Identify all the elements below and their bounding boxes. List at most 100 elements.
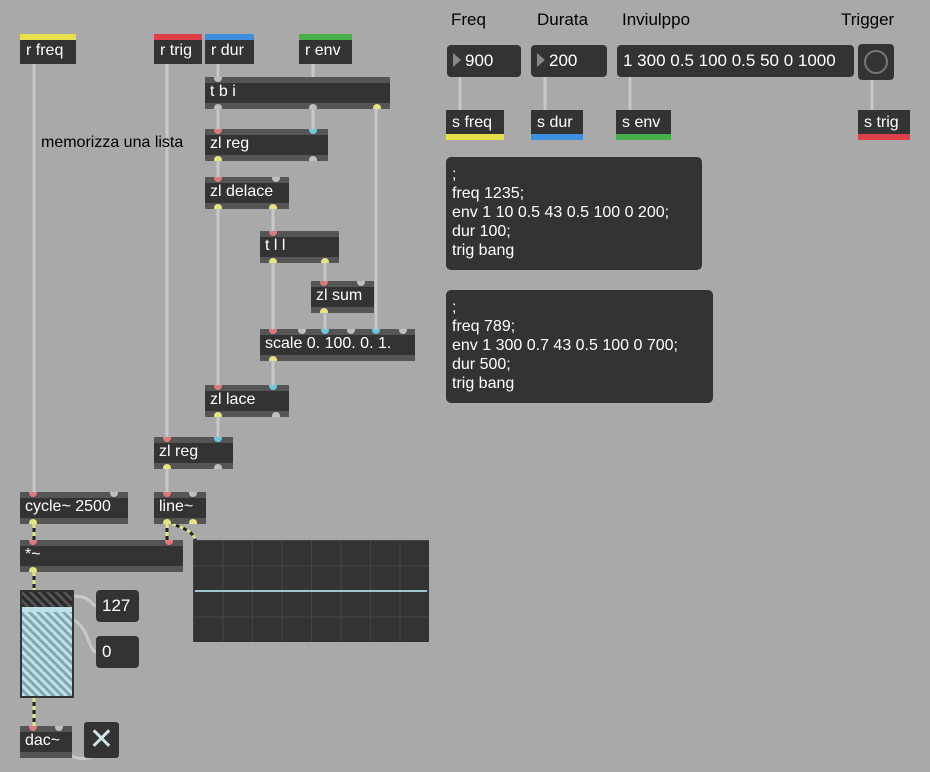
- object-scale-label: scale 0. 100. 0. 1.: [265, 335, 392, 352]
- outlet: [272, 412, 280, 417]
- gain-slider[interactable]: [20, 590, 74, 698]
- inlet: [214, 385, 222, 390]
- receive-freq-label: r freq: [26, 42, 64, 59]
- receive-env-label: r env: [305, 42, 341, 59]
- inlet: [320, 281, 328, 286]
- send-freq-label: s freq: [452, 114, 493, 131]
- bang-trigger[interactable]: [858, 44, 894, 80]
- send-env-label: s env: [622, 114, 661, 131]
- send-freq[interactable]: s freq: [446, 110, 504, 140]
- object-t-l-l[interactable]: t l l: [260, 231, 339, 263]
- inlet: [309, 129, 317, 134]
- number-gain-max[interactable]: 127: [96, 590, 139, 622]
- inlet: [399, 329, 407, 334]
- outlet: [214, 464, 222, 469]
- oscilloscope: [193, 540, 429, 642]
- comment-memorizza: memorizza una lista: [41, 134, 184, 151]
- inlet: [269, 385, 277, 390]
- message-preset-1[interactable]: ; freq 1235; env 1 10 0.5 43 0.5 100 0 2…: [446, 157, 702, 270]
- number-gain-min-value: 0: [102, 642, 112, 661]
- outlet: [320, 308, 328, 313]
- inlet: [214, 437, 222, 442]
- receive-trig[interactable]: r trig: [154, 34, 202, 64]
- outlet: [163, 464, 171, 469]
- receive-dur-label: r dur: [211, 42, 244, 59]
- gain-slider-knob[interactable]: [22, 607, 72, 612]
- inlet: [272, 177, 280, 182]
- outlet: [269, 204, 277, 209]
- object-line[interactable]: line~: [154, 492, 206, 524]
- object-multiply[interactable]: *~: [20, 540, 183, 572]
- send-dur[interactable]: s dur: [531, 110, 583, 140]
- object-scale[interactable]: scale 0. 100. 0. 1.: [260, 329, 415, 361]
- object-zl-reg-1-label: zl reg: [210, 135, 250, 152]
- inlet: [189, 492, 197, 497]
- object-zl-delace[interactable]: zl delace: [205, 177, 289, 209]
- inlet: [110, 492, 118, 497]
- outlet: [214, 412, 222, 417]
- header-inviluppo: Inviulppo: [622, 10, 691, 29]
- inlet: [55, 726, 63, 731]
- inlet: [269, 231, 277, 236]
- receive-dur[interactable]: r dur: [205, 34, 254, 64]
- inlet: [214, 177, 222, 182]
- object-cycle-label: cycle~ 2500: [25, 498, 111, 515]
- object-cycle[interactable]: cycle~ 2500: [20, 492, 128, 524]
- object-multiply-label: *~: [25, 546, 41, 563]
- object-zl-lace[interactable]: zl lace: [205, 385, 289, 417]
- scope-trace: [195, 590, 427, 592]
- header-freq: Freq: [451, 10, 486, 29]
- inlet: [29, 492, 37, 497]
- inlet: [165, 540, 173, 545]
- outlet: [214, 204, 222, 209]
- object-zl-reg-2-label: zl reg: [159, 443, 199, 460]
- message-envelope-value: 1 300 0.5 100 0.5 50 0 1000: [623, 51, 836, 70]
- receive-freq[interactable]: r freq: [20, 34, 76, 64]
- outlet: [309, 156, 317, 161]
- inlet: [29, 726, 37, 731]
- inlet: [357, 281, 365, 286]
- object-t-l-l-label: t l l: [265, 237, 286, 254]
- send-env[interactable]: s env: [616, 110, 671, 140]
- dac-toggle-icon[interactable]: ✕: [84, 722, 119, 758]
- outlet: [309, 104, 317, 109]
- number-freq[interactable]: 900: [447, 45, 521, 77]
- inlet: [214, 129, 222, 134]
- number-gain-min[interactable]: 0: [96, 636, 139, 668]
- inlet: [347, 329, 355, 334]
- inlet: [163, 437, 171, 442]
- outlet: [163, 519, 171, 524]
- object-zl-sum[interactable]: zl sum: [311, 281, 374, 313]
- object-line-label: line~: [159, 498, 194, 515]
- number-freq-value: 900: [465, 51, 494, 70]
- bang-circle-icon: [864, 50, 888, 74]
- object-zl-reg-1[interactable]: zl reg: [205, 129, 328, 161]
- receive-env[interactable]: r env: [299, 34, 352, 64]
- header-durata: Durata: [537, 10, 589, 29]
- send-trig[interactable]: s trig: [858, 110, 910, 140]
- number-durata-value: 200: [549, 51, 578, 70]
- message-preset-2[interactable]: ; freq 789; env 1 300 0.7 43 0.5 100 0 7…: [446, 290, 713, 403]
- outlet: [321, 258, 329, 263]
- message-envelope[interactable]: 1 300 0.5 100 0.5 50 0 1000: [617, 45, 854, 77]
- object-t-b-i-label: t b i: [210, 83, 236, 100]
- header-trigger: Trigger: [841, 10, 895, 29]
- object-zl-reg-2[interactable]: zl reg: [154, 437, 233, 469]
- object-dac[interactable]: dac~: [20, 726, 72, 758]
- outlet: [373, 104, 381, 109]
- outlet: [189, 519, 197, 524]
- outlet: [29, 519, 37, 524]
- inlet: [163, 492, 171, 497]
- send-trig-label: s trig: [864, 114, 899, 131]
- inlet: [214, 77, 222, 82]
- object-t-b-i[interactable]: t b i: [205, 77, 390, 109]
- inlet: [269, 329, 277, 334]
- inlet: [372, 329, 380, 334]
- number-durata[interactable]: 200: [531, 45, 607, 77]
- outlet: [29, 567, 37, 572]
- number-triangle-icon: [453, 53, 461, 67]
- inlet: [321, 329, 329, 334]
- inlet: [298, 329, 306, 334]
- outlet: [214, 104, 222, 109]
- number-triangle-icon: [537, 53, 545, 67]
